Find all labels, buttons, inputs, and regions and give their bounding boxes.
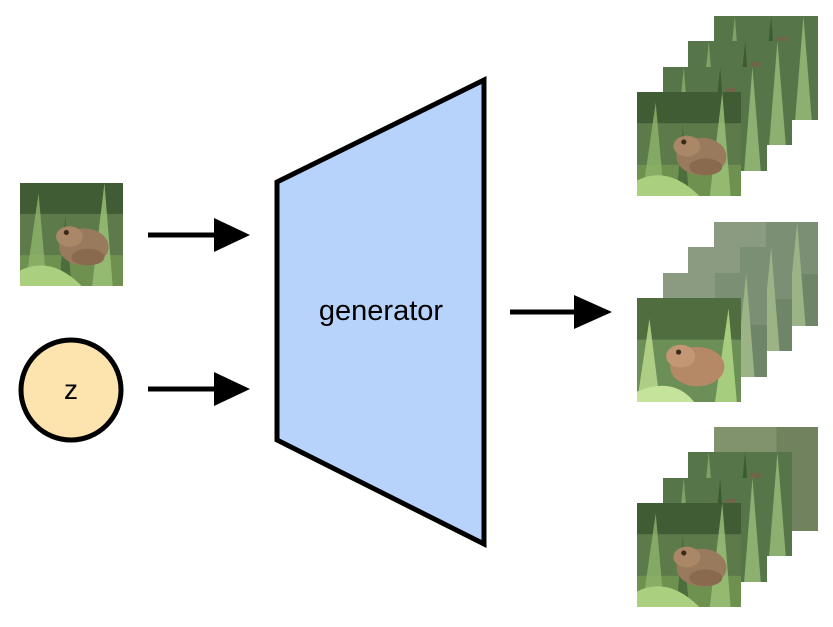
input-arrow-noise [148,372,250,406]
output-stack-2 [637,222,818,402]
noise-z-label: z [64,374,78,405]
generator-block: generator [274,75,487,549]
generator-shape [274,75,487,549]
generated-image [637,298,741,402]
input-frog-image [20,183,123,286]
generator-label: generator [319,295,443,327]
noise-z-node: z [18,337,124,443]
output-arrow [510,295,612,329]
noise-z-circle [18,337,124,443]
output-stack-1 [637,16,818,196]
generated-image [637,503,741,607]
output-stack-3 [637,427,818,607]
input-arrow-image [148,218,250,252]
generated-image [637,92,741,196]
